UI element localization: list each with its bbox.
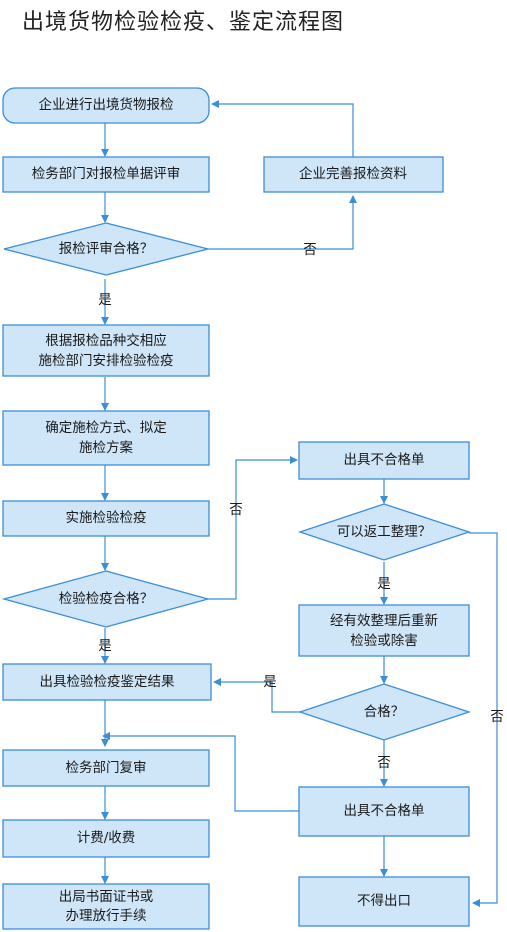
label-yes-rework: 是 (377, 576, 391, 592)
cert-box-label-1: 出局书面证书或 (59, 889, 154, 905)
edge-decision-improve (208, 195, 357, 250)
label-no-review: 否 (303, 242, 317, 258)
review-decision (3, 222, 209, 276)
edge-rework-noexport (469, 532, 498, 907)
label-yes-inspect: 是 (98, 638, 112, 654)
reprocess-box (298, 604, 470, 657)
fail-box-2 (298, 786, 470, 837)
result-box-label: 出具检验检疫鉴定结果 (40, 674, 175, 690)
pass-again-decision-label: 合格？ (364, 704, 405, 720)
pass-again-decision (297, 683, 472, 741)
label-no-rework: 否 (490, 709, 504, 725)
cert-box (2, 883, 210, 930)
label-yes-review: 是 (98, 292, 112, 308)
inspect-box-label: 实施检验检疫 (66, 510, 147, 526)
review-decision-label: 报检评审合格？ (59, 241, 154, 257)
no-export-box-label: 不得出口 (357, 892, 411, 909)
arrange-box (2, 324, 210, 377)
fee-box-label: 计费/收费 (77, 830, 136, 846)
edge-inspect-fail (208, 456, 298, 600)
fee-box (2, 819, 210, 858)
edge-improve-start (211, 100, 354, 160)
fail-box-2-label: 出具不合格单 (344, 803, 425, 819)
plan-box (2, 410, 210, 466)
page-title: 出境货物检验检疫、鉴定流程图 (22, 10, 345, 35)
reprocess-box-label-2: 检验或除害 (350, 633, 418, 649)
rework-decision-label: 可以返工整理？ (337, 524, 432, 540)
review-box (2, 156, 210, 193)
edge-pass-result (213, 678, 300, 713)
recheck-box (2, 749, 210, 787)
no-export-box (298, 876, 470, 927)
label-no-pass: 否 (377, 755, 391, 771)
fail-box-1 (298, 441, 470, 480)
start-node (2, 87, 210, 124)
cert-box-label-2: 办理放行手续 (66, 908, 147, 924)
recheck-box-label: 检务部门复审 (66, 759, 147, 776)
label-no-inspect: 否 (229, 502, 243, 518)
inspect-decision (1, 570, 211, 628)
improve-box-label: 企业完善报检资料 (299, 165, 407, 182)
rework-decision (297, 503, 472, 561)
arrange-box-label-1: 根据报检品种交相应 (45, 332, 167, 349)
start-node-label: 企业进行出境货物报检 (39, 96, 174, 113)
plan-box-label-2: 施检方案 (79, 439, 133, 456)
inspect-decision-label: 检验检疫合格？ (59, 591, 154, 607)
edge-fail2-recheck (102, 732, 300, 812)
plan-box-label-1: 确定施检方式、拟定 (45, 420, 167, 436)
result-box (2, 663, 212, 701)
arrange-box-label-2: 施检部门安排检验检疫 (39, 353, 174, 369)
reprocess-box-label-1: 经有效整理后重新 (330, 613, 438, 629)
connectors (101, 100, 498, 907)
fail-box-1-label: 出具不合格单 (344, 452, 425, 468)
label-yes-pass: 是 (263, 674, 277, 690)
improve-box (263, 156, 444, 193)
inspect-box (2, 500, 210, 537)
review-box-label: 检务部门对报检单据评审 (32, 166, 181, 182)
